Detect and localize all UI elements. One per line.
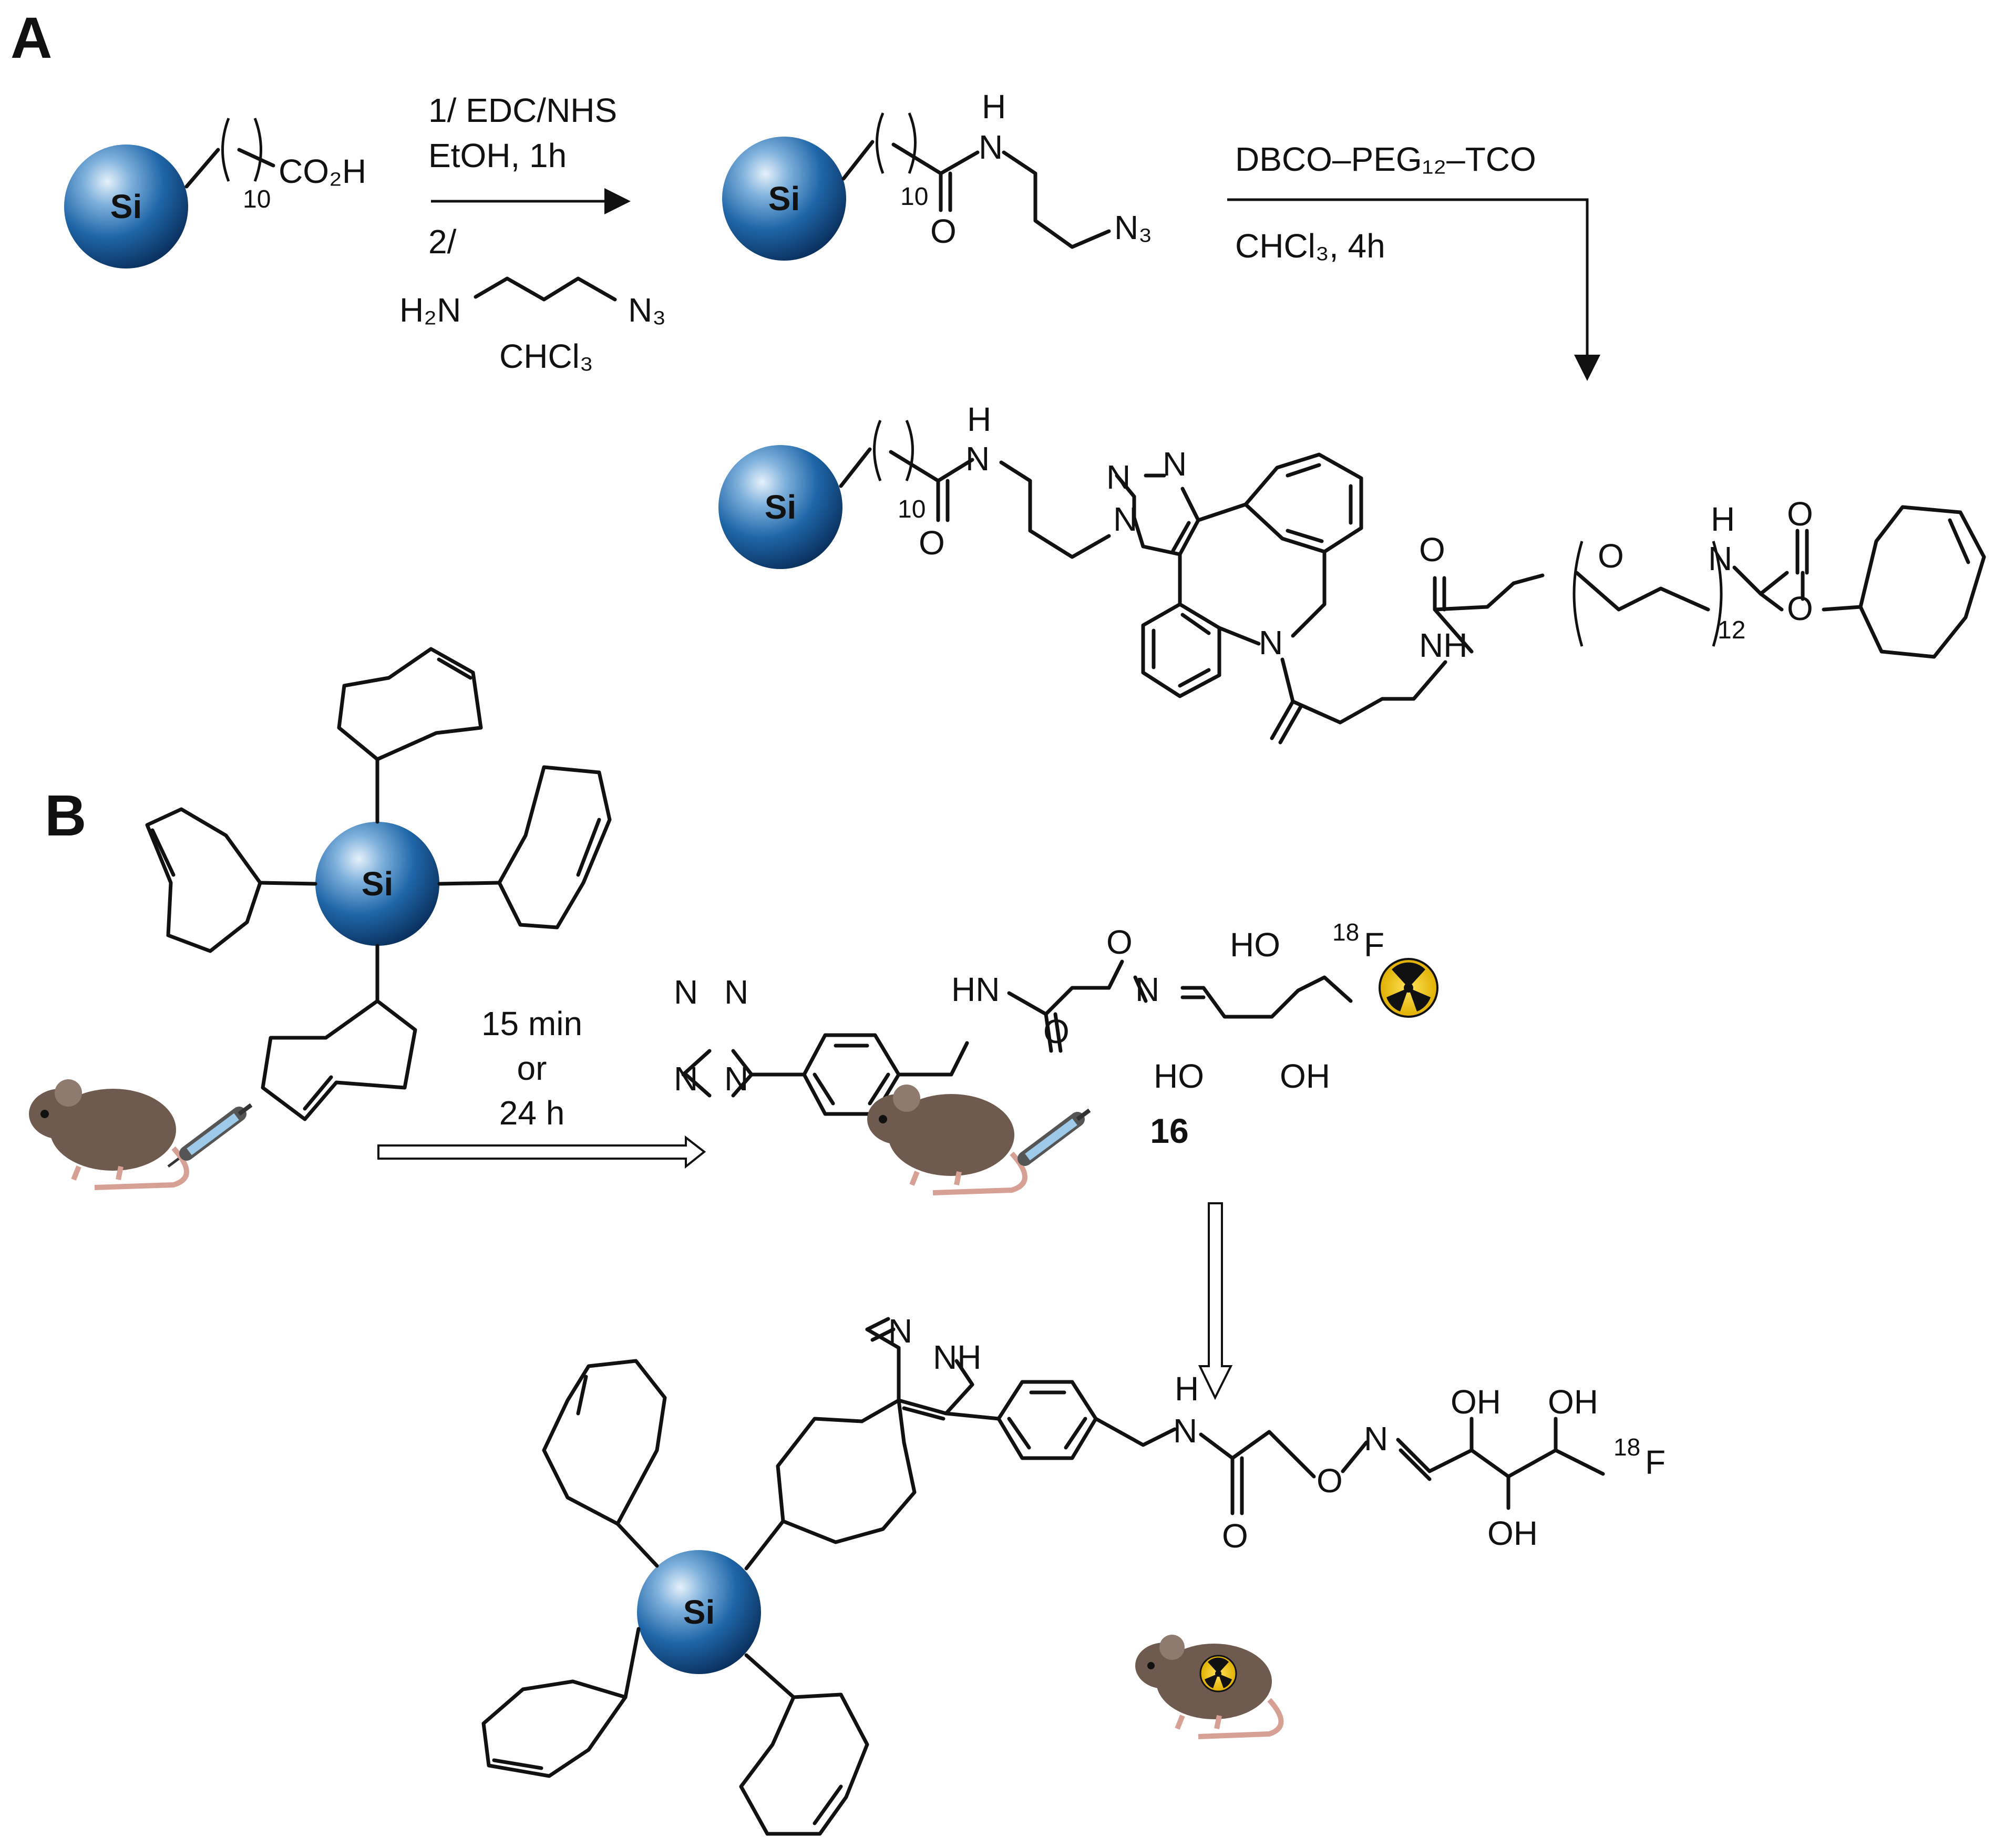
ho-top-16: HO [1230,926,1280,964]
si-particle-start: Si [64,144,188,269]
si-particle-final: Si [637,1550,761,1674]
svg-text:Si: Si [768,180,800,218]
rat-icon [867,1085,1027,1195]
pyridazine-nh-label: NH [933,1338,981,1376]
oh-bottom-16: OH [1280,1057,1330,1095]
alkyl-chain-start [184,118,275,189]
step1-solvent: CHCl₃ [499,337,593,375]
step2-conditions: CHCl₃, 4h [1235,227,1385,265]
azide-label-reagent: N₃ [628,291,666,329]
step1-line2: EtOH, 1h [428,137,567,174]
carbonyl-o-16: O [1043,1013,1070,1050]
carbamate-h-label: H [1711,500,1735,538]
oxime-n-final: N [1364,1420,1388,1458]
carbamate-n-label: N [1708,540,1732,577]
oh-3-final: OH [1487,1514,1538,1552]
step1-line3: 2/ [428,223,457,261]
si-particle-tco4: Si [315,822,439,946]
oxime-chain-final [1199,1417,1605,1515]
amine-label: H₂N [399,291,461,329]
rat-icon [29,1079,189,1190]
nh-h-label: H [982,88,1006,126]
ether-o-16: O [1106,923,1133,961]
tco-rings-final [481,1359,869,1836]
azide-label-intermediate: N₃ [1114,209,1152,246]
dbco-core [1141,452,1363,698]
chain-subscript-product: 10 [898,495,926,523]
dihydropyridazine-core [744,1317,1001,1571]
f18-superscript-16: 18 [1332,918,1359,946]
ether-o-final: O [1317,1462,1343,1500]
panel-label-a: A [11,6,52,70]
product-linker [839,420,1111,559]
tetrazine-ring [681,1049,806,1098]
triazole-n3: N [1113,500,1137,538]
process-arrow-vertical [1198,1202,1233,1400]
carbonyl-o-label: O [930,212,957,250]
condition-line3: 24 h [499,1094,565,1132]
syringe-icon [1017,1108,1091,1166]
step1-line1: 1/ EDC/NHS [428,91,617,129]
amide-n-final: N [1173,1412,1197,1450]
reaction-arrow-2 [1227,198,1600,381]
svg-text:Si: Si [110,188,142,225]
svg-text:Si: Si [362,865,393,903]
product-h-label: H [967,400,991,438]
syringe-icon [167,1103,253,1168]
oh-2-final: OH [1548,1383,1598,1421]
carbamate-o-ester: O [1787,590,1813,627]
carbonyl-o-final: O [1222,1517,1248,1555]
condition-line2: or [517,1049,547,1087]
amide-linker-intermediate [841,112,1111,249]
f-label-final: F [1645,1443,1666,1481]
oxime-n-16: N [1135,971,1159,1008]
dbco-n-label: N [1259,624,1283,662]
phenyl-ring-final [996,1380,1177,1460]
radiation-icon [1379,958,1438,1018]
tetrazine-n1: N [674,973,698,1011]
process-arrow-horizontal [377,1135,706,1169]
product-n-label: N [965,440,990,478]
amide-h-final: H [1175,1370,1199,1408]
si-particle-intermediate: Si [722,137,846,261]
peg-o-ether-label: O [1598,537,1624,575]
svg-text:Si: Si [683,1593,715,1631]
tetrazine-n2: N [724,973,748,1011]
hn-label-16: HN [951,971,1000,1008]
pyridazine-n-label: N [888,1312,912,1350]
ho-bottom-16: HO [1154,1057,1204,1095]
propylamine-azide [474,276,617,302]
peg-subscript: 12 [1718,616,1745,644]
chain-subscript-intermediate: 10 [900,183,928,211]
triazole-n2: N [1163,445,1187,483]
phenyl-ring-16 [802,1033,969,1116]
peg-tco-linker [1270,529,1863,745]
condition-line1: 15 min [481,1005,582,1042]
triazole-n1: N [1106,458,1130,496]
compound-16-label: 16 [1150,1111,1188,1150]
peg-nh-label: NH [1419,626,1467,664]
tco-ring-product [1858,505,1986,659]
triazole-ring [1115,473,1200,556]
tco-rings-top-start [145,647,612,1121]
carbamate-o-top: O [1787,495,1813,533]
si-particle-product: Si [718,445,842,569]
step2-reagent: DBCO–PEG₁₂–TCO [1235,140,1536,178]
tetrazine-n4: N [724,1060,748,1098]
chain-subscript-start: 10 [243,185,271,213]
oxime-chain-16 [1007,959,1353,1053]
f-label-16: F [1364,926,1384,964]
product-o-label: O [919,524,945,562]
nh-n-label: N [979,128,1003,166]
oh-1-final: OH [1451,1383,1501,1421]
tetrazine-n3: N [674,1060,698,1098]
radiation-icon [1199,1655,1237,1692]
f18-superscript-final: 18 [1613,1433,1640,1461]
svg-text:Si: Si [765,488,796,526]
carboxylic-acid-label: CO₂H [279,152,366,190]
peg-o-amide-label: O [1419,531,1445,569]
panel-label-b: B [45,783,86,848]
